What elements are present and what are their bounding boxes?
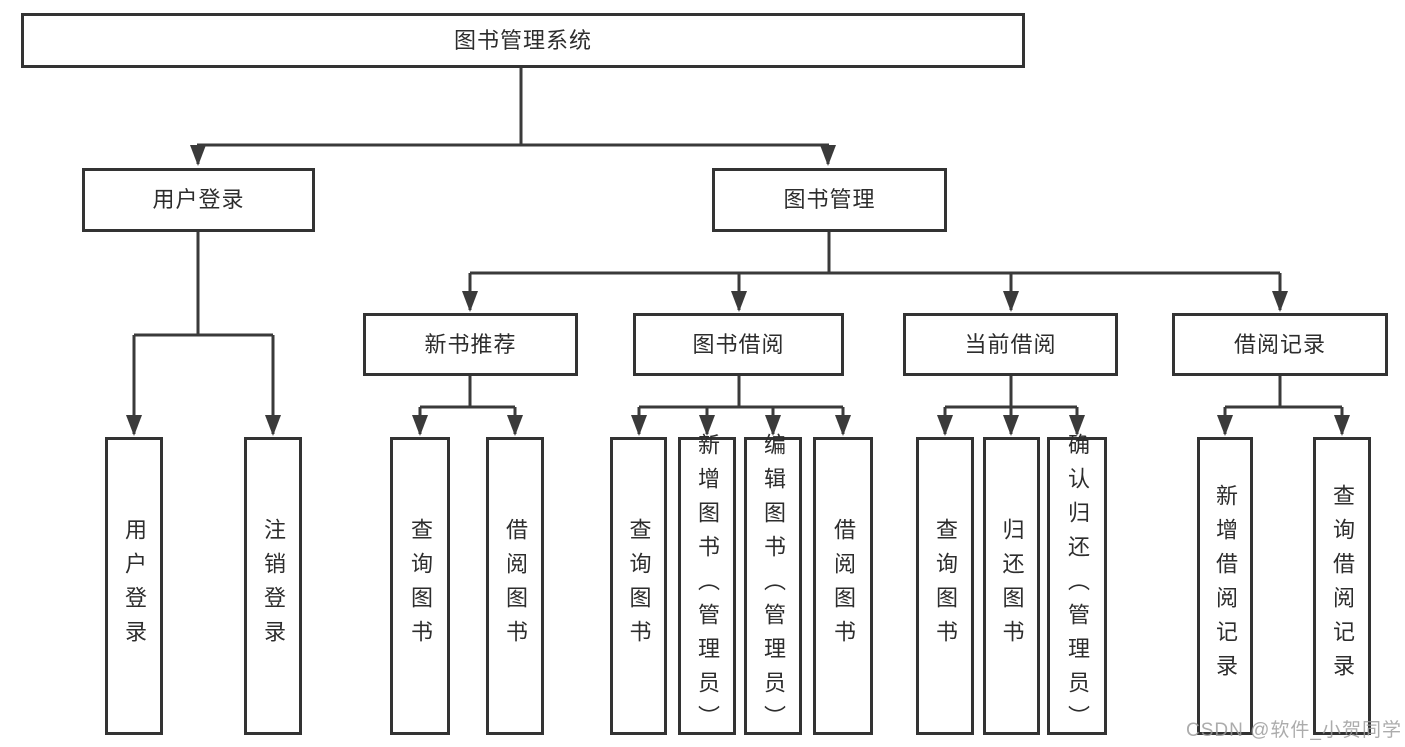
leaf-edit-books-admin-label: 编辑图书（管理员） [761,433,786,739]
node-borrow-records: 借阅记录 [1172,313,1388,376]
leaf-logout: 注销登录 [244,437,302,735]
leaf-query-books-3: 查询图书 [916,437,974,735]
csdn-watermark: CSDN @软件_小贺同学 [1186,720,1402,741]
node-book-management-label: 图书管理 [783,187,876,212]
leaf-add-books-admin: 新增图书（管理员） [678,433,736,739]
leaf-confirm-return-admin: 确认归还（管理员） [1047,433,1107,739]
node-book-management: 图书管理 [712,168,947,232]
leaf-borrow-books-1-label: 借阅图书 [503,518,528,654]
leaf-query-books-2-label: 查询图书 [626,518,652,654]
node-library-management-system: 图书管理系统 [21,13,1025,68]
node-new-book-recommend: 新书推荐 [363,313,578,376]
leaf-borrow-books-1: 借阅图书 [486,437,544,735]
leaf-add-books-admin-label: 新增图书（管理员） [695,433,720,739]
leaf-user-login: 用户登录 [105,437,163,735]
node-current-borrow-label: 当前借阅 [964,331,1057,357]
leaf-query-borrow-record: 查询借阅记录 [1313,437,1371,735]
node-book-borrow-label: 图书借阅 [692,331,785,357]
leaf-query-books-1-label: 查询图书 [408,518,433,654]
leaf-add-borrow-record-label: 新增借阅记录 [1213,484,1238,688]
leaf-query-books-1: 查询图书 [390,437,450,735]
leaf-return-books: 归还图书 [983,437,1040,735]
leaf-query-borrow-record-label: 查询借阅记录 [1330,484,1355,688]
node-new-book-recommend-label: 新书推荐 [424,331,517,357]
leaf-query-books-3-label: 查询图书 [933,518,958,654]
node-user-login: 用户登录 [82,168,315,232]
leaf-confirm-return-admin-label: 确认归还（管理员） [1065,433,1090,739]
leaf-borrow-books-2-label: 借阅图书 [831,518,856,654]
node-user-login-label: 用户登录 [152,187,245,212]
leaf-return-books-label: 归还图书 [999,518,1025,654]
leaf-add-borrow-record: 新增借阅记录 [1197,437,1253,735]
node-borrow-records-label: 借阅记录 [1233,331,1326,357]
leaf-edit-books-admin: 编辑图书（管理员） [744,433,802,739]
node-library-management-system-label: 图书管理系统 [453,27,592,53]
leaf-logout-label: 注销登录 [261,518,286,654]
leaf-query-books-2: 查询图书 [610,437,667,735]
node-current-borrow: 当前借阅 [903,313,1118,376]
leaf-user-login-label: 用户登录 [122,518,147,654]
leaf-borrow-books-2: 借阅图书 [813,437,873,735]
node-book-borrow: 图书借阅 [633,313,844,376]
